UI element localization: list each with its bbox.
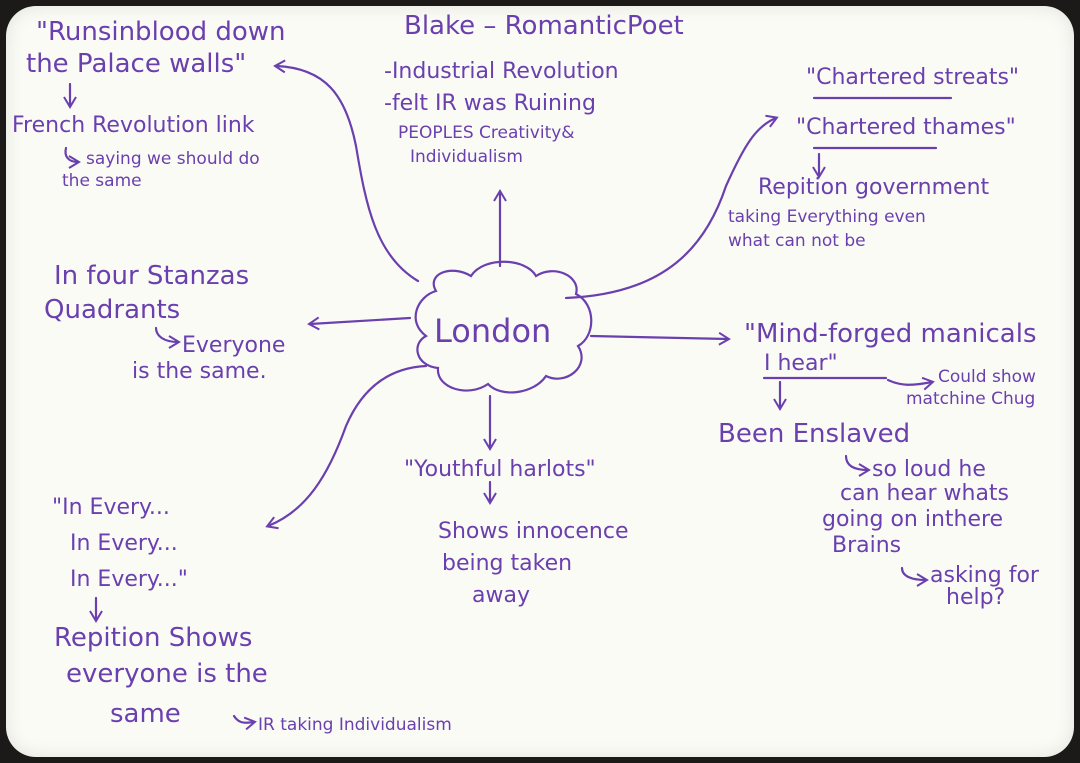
right-loud-3: going on inthere <box>822 507 1004 532</box>
left-note-1: Everyone <box>182 333 286 358</box>
top-line-4: Individualism <box>410 147 523 167</box>
bottom-left-note-2: everyone is the <box>66 659 268 689</box>
french-revolution-note: French Revolution link <box>12 113 255 138</box>
top-left-note-2: the same <box>62 171 142 191</box>
bottom-left-note-1: Repition Shows <box>54 623 253 653</box>
right-help-1: asking for <box>930 563 1039 588</box>
top-right-note-2: taking Everything even <box>728 207 926 227</box>
i-hear: I hear" <box>764 351 838 376</box>
branch-left <box>307 316 412 331</box>
top-left-quote-2: the Palace walls" <box>26 49 247 79</box>
left-note-2: is the same. <box>132 359 267 384</box>
right-loud-4: Brains <box>832 533 902 558</box>
left-line-1: In four Stanzas <box>54 261 250 291</box>
center-topic: London <box>434 312 552 350</box>
whiteboard: London Blake – RomanticPoet -Industrial … <box>6 6 1074 757</box>
branch-bottom-left <box>265 364 428 530</box>
top-left-note-1: saying we should do <box>86 149 260 169</box>
branch-top-left <box>273 59 420 283</box>
top-right-note-1: Repition government <box>758 175 990 200</box>
right-help-2: help? <box>946 585 1006 610</box>
top-line-2: -felt IR was Ruining <box>384 91 596 116</box>
in-every-3: In Every..." <box>70 567 188 592</box>
mind-map-branches <box>63 59 953 731</box>
mind-forged-quote: "Mind-forged manicals <box>744 319 1037 349</box>
left-line-2: Quadrants <box>44 295 181 325</box>
right-side-1: Could show <box>938 367 1036 387</box>
in-every-1: "In Every... <box>52 495 170 520</box>
top-title: Blake – RomanticPoet <box>404 11 684 41</box>
bottom-note-2: being taken <box>442 551 573 576</box>
in-every-2: In Every... <box>70 531 178 556</box>
top-line-3: PEOPLES Creativity& <box>398 123 575 143</box>
top-left-quote-1: "Runsinblood down <box>36 17 286 47</box>
branch-top-right <box>564 114 779 300</box>
right-side-2: matchine Chug <box>906 389 1036 409</box>
chartered-thames-quote: "Chartered thames" <box>796 115 1016 140</box>
youthful-harlots-quote: "Youthful harlots" <box>404 457 596 482</box>
top-right-note-3: what can not be <box>728 231 866 251</box>
bottom-note-3: away <box>472 583 530 608</box>
bottom-note-1: Shows innocence <box>438 519 629 544</box>
right-loud-2: can hear whats <box>840 481 1010 506</box>
branch-right <box>589 331 731 346</box>
top-line-1: -Industrial Revolution <box>384 59 619 84</box>
chartered-streets-quote: "Chartered streats" <box>806 65 1020 90</box>
right-loud-1: so loud he <box>872 457 986 482</box>
ir-individualism-note: IR taking Individualism <box>258 715 452 735</box>
been-enslaved: Been Enslaved <box>718 419 911 449</box>
bottom-left-note-3: same <box>110 699 181 729</box>
